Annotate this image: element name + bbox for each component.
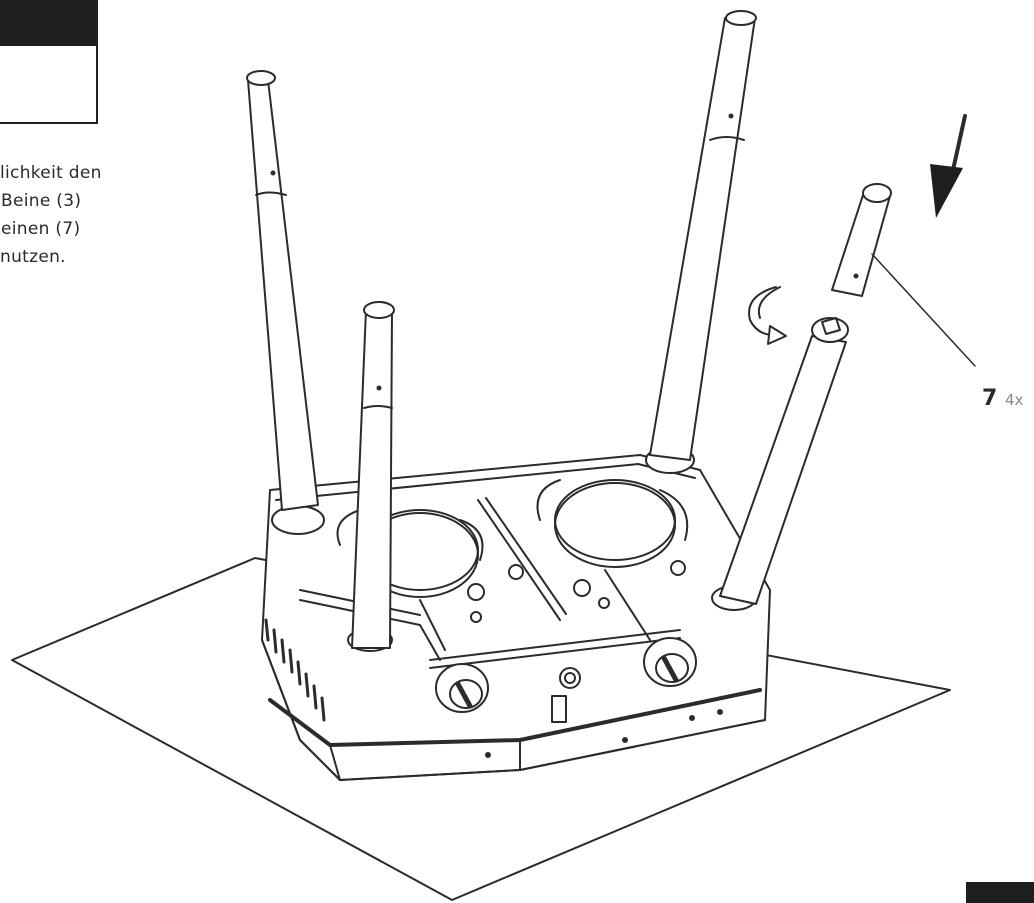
center-knob (551, 667, 581, 723)
stool-base (261, 454, 771, 781)
part-number-label: 7 (982, 386, 998, 411)
right-disc (554, 482, 676, 568)
instruction-text: lichkeit den Beine (3) einen (7) nutzen. (0, 159, 210, 271)
leg-front-right (719, 317, 849, 605)
leg-front-left (351, 301, 395, 649)
down-arrow-icon (930, 114, 967, 218)
leg-back-left (246, 70, 319, 511)
step-number-header (0, 2, 96, 46)
page-corner-tab (966, 882, 1034, 903)
part-quantity-label: 4x (1005, 391, 1024, 409)
instruction-line-1: lichkeit den (0, 163, 102, 183)
leg-back-right (649, 10, 757, 461)
leg-extension-part-7 (831, 183, 892, 297)
left-knob (435, 663, 489, 713)
right-knob (643, 637, 697, 687)
step-number-box (0, 0, 98, 124)
rotate-arrow-icon (748, 286, 787, 345)
instruction-line-4: nutzen. (0, 247, 66, 267)
instruction-line-2: Beine (3) (1, 191, 82, 211)
side-vents (264, 618, 326, 722)
callout-leader (871, 253, 976, 367)
instruction-line-3: einen (7) (1, 219, 81, 239)
